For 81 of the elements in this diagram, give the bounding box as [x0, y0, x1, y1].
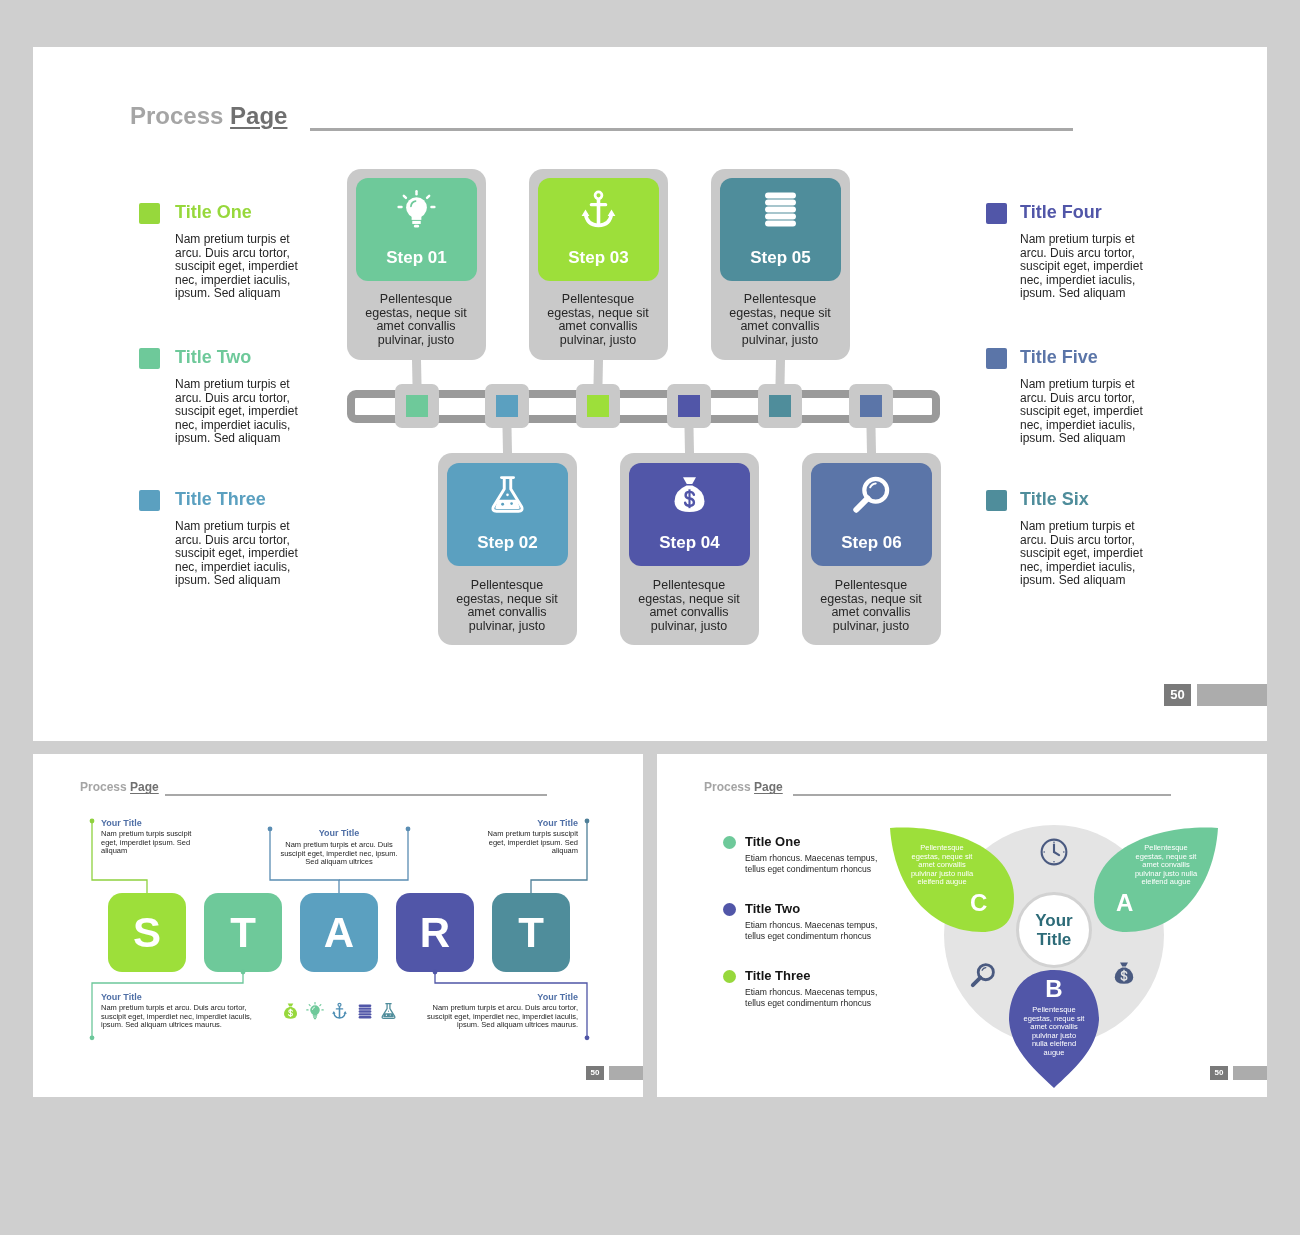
callout-title: Your Title: [101, 992, 142, 1003]
step-card: [711, 169, 850, 360]
page-number: 50: [1210, 1066, 1228, 1080]
description-text: Nam pretium turpis et arcu. Duis arcu tortor, suscipit eget, imperdiet nec, imperdiet iaculis, ipsum. Sed aliquam: [1020, 233, 1144, 301]
legend-title: Title Three: [745, 968, 811, 985]
description-text: Etiam rhoncus. Maecenas tempus, tellus eget condimentum rhoncus: [745, 853, 879, 874]
step-description: Pellentesque egestas, neque sit amet convallis pulvinar, justo: [637, 579, 741, 634]
legend-title: Title One: [175, 201, 252, 224]
step-card: [802, 453, 941, 645]
connector-bar: [412, 359, 422, 385]
step-description: Pellentesque egestas, neque sit amet convallis pulvinar, justo: [819, 579, 923, 634]
connector-bar: [502, 427, 512, 454]
step-header-panel: [538, 178, 659, 281]
step-header-panel: [356, 178, 477, 281]
description-text: Nam pretium turpis et arcu. Duis arcu tortor, suscipit eget, imperdiet nec, imperdiet iaculis, ipsum. Sed aliquam: [175, 378, 299, 446]
page-title: Process Page: [704, 780, 783, 795]
step-label: Step 06: [841, 533, 902, 553]
callout-title: Your Title: [537, 992, 578, 1003]
connector-bar: [866, 427, 876, 454]
petal-letter: A: [1116, 890, 1134, 916]
description-text: Nam pretium turpis et arcu. Duis arcu tortor, suscipit eget, imperdiet nec, imperdiet iaculis, ipsum. Sed aliquam: [175, 520, 299, 588]
connector-bar: [775, 359, 785, 385]
leader-line: [89, 969, 246, 1041]
slide-panel: [33, 47, 1267, 741]
step-label: Step 02: [477, 533, 538, 553]
connector-bar: [593, 359, 603, 385]
page-title: Process Page: [80, 780, 159, 795]
description-text: Etiam rhoncus. Maecenas tempus, tellus eget condimentum rhoncus: [745, 920, 879, 941]
legend-title: Title One: [745, 834, 801, 851]
description-text: Etiam rhoncus. Maecenas tempus, tellus eget condimentum rhoncus: [745, 987, 879, 1008]
legend-title: Title Four: [1020, 201, 1102, 224]
letter-tile: T: [492, 893, 570, 972]
step-label: Step 04: [659, 533, 720, 553]
timeline-marker: [395, 384, 439, 428]
step-description: Pellentesque egestas, neque sit amet convallis pulvinar, justo: [728, 293, 832, 348]
step-label: Step 03: [568, 248, 629, 268]
step-card: [529, 169, 668, 360]
leader-line: [267, 826, 340, 894]
leader-line: [530, 818, 590, 894]
step-label: Step 05: [750, 248, 811, 268]
callout-title: Your Title: [101, 818, 142, 829]
letter-tile: S: [108, 893, 186, 972]
letter-tile: T: [204, 893, 282, 972]
description-text: Nam pretium turpis et arcu. Duis arcu tortor, suscipit eget, imperdiet nec, imperdiet iaculis, ipsum. Sed aliquam: [1020, 378, 1144, 446]
letter-tile: R: [396, 893, 474, 972]
page-number: 50: [1164, 684, 1191, 706]
step-card: [347, 169, 486, 360]
legend-title: Title Five: [1020, 346, 1098, 369]
legend-title: Title Two: [175, 346, 252, 369]
callout-title: Your Title: [537, 818, 578, 829]
step-header-panel: [811, 463, 932, 566]
step-description: Pellentesque egestas, neque sit amet convallis pulvinar, justo: [364, 293, 468, 348]
petal-letter: C: [970, 890, 988, 916]
leader-line: [89, 818, 148, 894]
step-header-panel: [720, 178, 841, 281]
step-card: [438, 453, 577, 645]
timeline-marker: [667, 384, 711, 428]
timeline-marker: [576, 384, 620, 428]
legend-title: Title Six: [1020, 488, 1089, 511]
letter-tile: A: [300, 893, 378, 972]
legend-title: Title Two: [745, 901, 801, 918]
step-description: Pellentesque egestas, neque sit amet convallis pulvinar, justo: [455, 579, 559, 634]
petal-letter: B: [1045, 976, 1063, 1002]
connector-bar: [684, 427, 694, 454]
slide-panel: [33, 754, 643, 1097]
callout-title: Your Title: [318, 828, 360, 839]
page-title: Process Page: [130, 102, 288, 130]
step-header-panel: [629, 463, 750, 566]
step-description: Pellentesque egestas, neque sit amet convallis pulvinar, justo: [546, 293, 650, 348]
page-number: 50: [586, 1066, 604, 1080]
step-header-panel: [447, 463, 568, 566]
leader-line: [432, 969, 590, 1041]
timeline-marker: [758, 384, 802, 428]
slide-panel: [657, 754, 1267, 1097]
legend-title: Title Three: [175, 488, 266, 511]
step-card: [620, 453, 759, 645]
timeline-marker: [485, 384, 529, 428]
step-label: Step 01: [386, 248, 447, 268]
description-text: Nam pretium turpis et arcu. Duis arcu tortor, suscipit eget, imperdiet nec, imperdiet iaculis, ipsum. Sed aliquam: [1020, 520, 1144, 588]
timeline-marker: [849, 384, 893, 428]
description-text: Nam pretium turpis et arcu. Duis arcu tortor, suscipit eget, imperdiet nec, imperdiet iaculis, ipsum. Sed aliquam: [175, 233, 299, 301]
